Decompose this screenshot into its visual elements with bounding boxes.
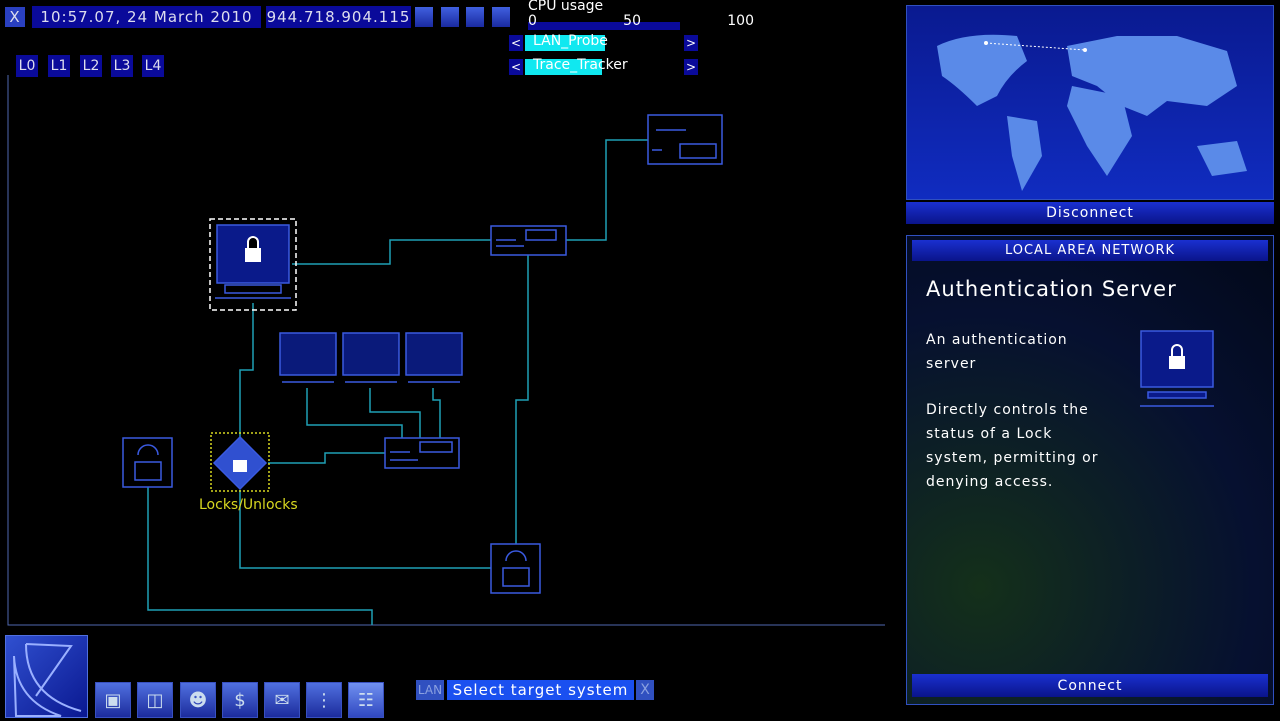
close-button[interactable]: X [5, 7, 25, 27]
ip-address: 944.718.904.115 [266, 6, 411, 28]
system-desc-2: Directly controls the status of a Lock s… [926, 402, 1099, 490]
satellite-dish-icon [13, 643, 82, 717]
router-node-lower [384, 437, 460, 469]
links [147, 139, 648, 625]
trace-tracker-progress [525, 59, 602, 75]
firewall-node [647, 114, 723, 165]
connect-button[interactable]: Connect [912, 674, 1268, 697]
map-border [7, 75, 885, 626]
world-map-image [937, 34, 1247, 191]
system-name: Authentication Server [926, 277, 1177, 301]
world-map[interactable] [906, 5, 1274, 200]
disk-tool-button[interactable]: ◫ [137, 682, 173, 718]
auth-server-icon [1140, 330, 1214, 407]
selected-outline [209, 218, 297, 311]
selected-node-label: Locks/Unlocks [199, 497, 298, 513]
level-1[interactable]: L1 [48, 55, 70, 77]
cpu-scale-50: 50 [623, 13, 641, 29]
lock-node [212, 435, 268, 491]
lan-button[interactable]: ☷ [348, 682, 384, 718]
cpu-scale-100: 100 [727, 13, 754, 29]
fast-forward-button[interactable] [466, 7, 484, 27]
gateway-button[interactable]: ⋮ [306, 682, 342, 718]
cpu-scale-0: 0 [528, 13, 537, 29]
auth-server-node [215, 224, 291, 299]
level-2[interactable]: L2 [80, 55, 102, 77]
router-node-top [490, 225, 567, 256]
datetime: 10:57.07, 24 March 2010 [32, 6, 261, 28]
panel-title: LOCAL AREA NETWORK [912, 240, 1268, 261]
trace-tracker-label: Trace_Tracker [533, 57, 628, 73]
computer-tool-button[interactable]: ▣ [95, 682, 131, 718]
cpu-bar [528, 22, 680, 30]
level-3[interactable]: L3 [111, 55, 133, 77]
terminal-nodes [279, 332, 463, 383]
lan-probe-left[interactable]: < [509, 35, 523, 51]
finance-button[interactable]: $ [222, 682, 258, 718]
status-close-button[interactable]: X [636, 680, 654, 700]
wireless-node-left [122, 437, 173, 488]
email-button[interactable]: ✉ [264, 682, 300, 718]
lan-probe-label: LAN_Probe [533, 33, 608, 49]
lan-probe-right[interactable]: > [684, 35, 698, 51]
cpu-scale: 0 50 100 [528, 13, 754, 29]
level-0[interactable]: L0 [16, 55, 38, 77]
cpu-label: CPU usage [528, 0, 604, 14]
lock-highlight [210, 432, 270, 492]
hud-person-button[interactable]: ☻ [180, 682, 216, 718]
network-map [7, 75, 885, 626]
gateway-dish-button[interactable] [5, 635, 88, 718]
pause-button[interactable] [415, 7, 433, 27]
fastest-button[interactable] [492, 7, 510, 27]
trace-tracker-right[interactable]: > [684, 59, 698, 75]
system-panel [906, 235, 1274, 705]
play-button[interactable] [441, 7, 459, 27]
lan-probe-progress [525, 35, 606, 51]
wireless-node-bottom [490, 543, 541, 594]
lan-tag: LAN [416, 680, 444, 700]
disconnect-button[interactable]: Disconnect [906, 202, 1274, 224]
status-text: Select target system [447, 680, 634, 700]
system-desc-1: An authentication server [926, 332, 1068, 372]
level-4[interactable]: L4 [142, 55, 164, 77]
trace-tracker-left[interactable]: < [509, 59, 523, 75]
